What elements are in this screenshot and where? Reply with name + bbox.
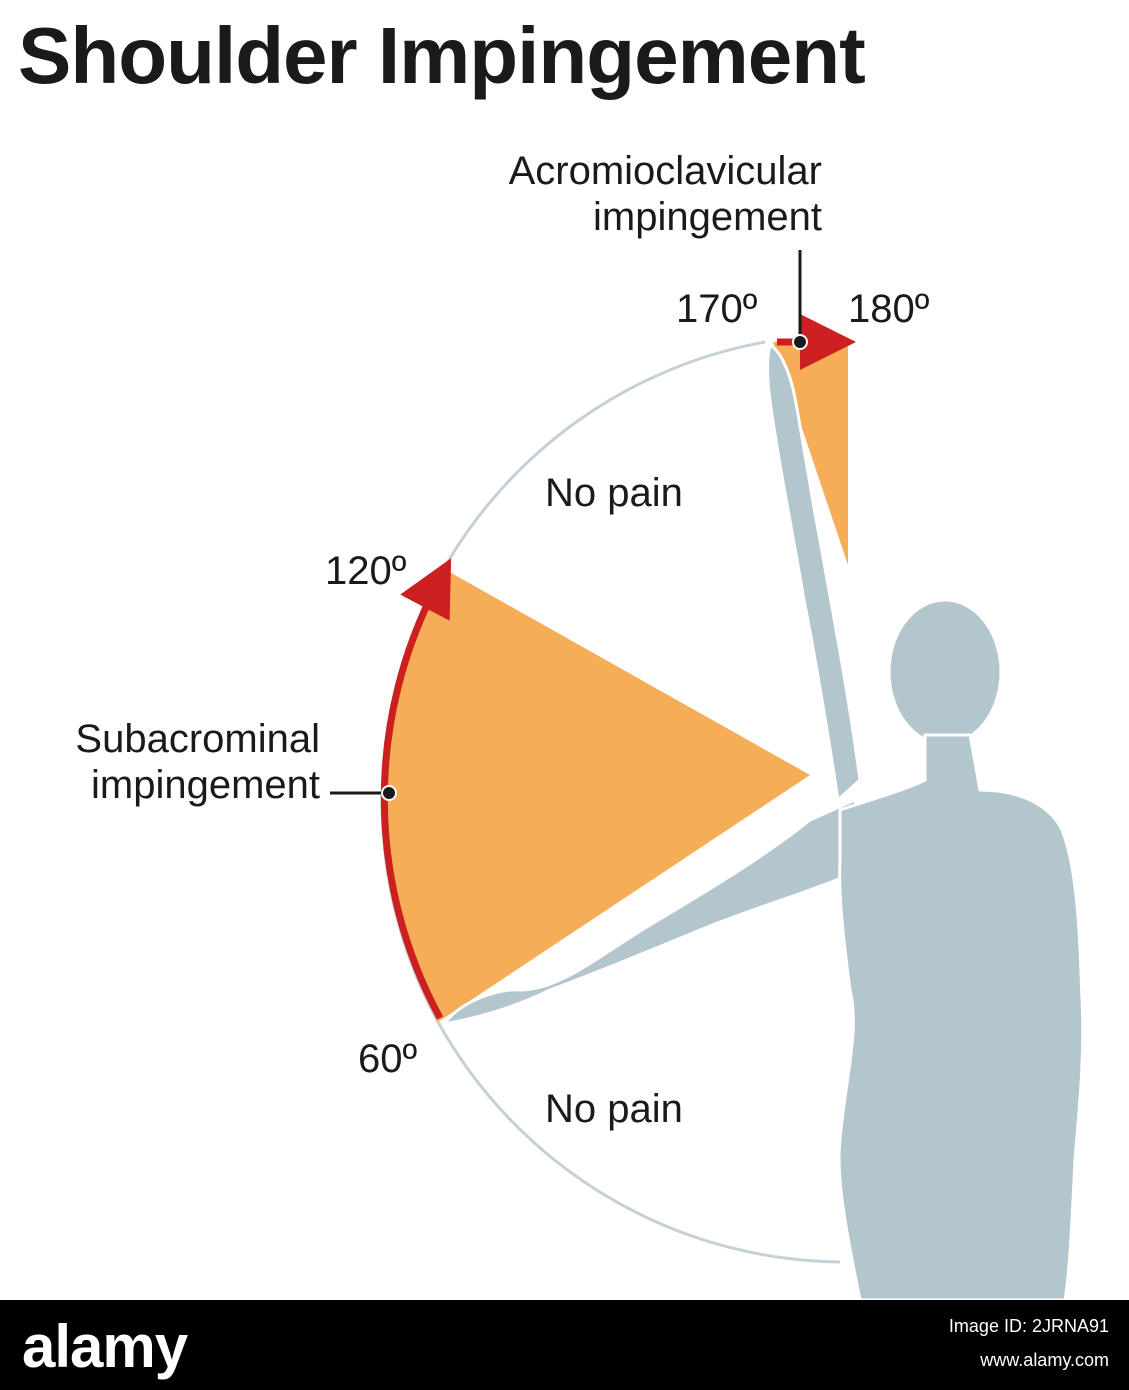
subacromial-arrow	[380, 558, 452, 1020]
subacromial-leader-dot	[381, 785, 397, 801]
impingement-diagram	[330, 250, 1085, 1300]
degree-60-label: 60º	[358, 1037, 418, 1081]
no-pain-lower-label: No pain	[545, 1087, 683, 1131]
subacromial-pain-wedge	[382, 570, 810, 1022]
diagram-canvas: Shoulder Impingement Acromioclavicular i…	[0, 11, 1085, 1300]
no-pain-upper-label: No pain	[545, 471, 683, 515]
acromioclavicular-leader-dot	[792, 334, 808, 350]
brand-logo: alamy	[22, 1313, 188, 1380]
acromioclavicular-label: Acromioclavicular impingement	[400, 148, 822, 240]
degree-180-label: 180º	[848, 287, 930, 331]
subacromial-label-line2: impingement	[90, 763, 320, 807]
degree-120-label: 120º	[325, 549, 407, 593]
watermark-footer: alamy Image ID: 2JRNA91 www.alamy.com	[0, 1300, 1129, 1390]
acromioclavicular-label-line2: impingement	[592, 195, 822, 239]
subacromial-label-line1: Subacrominal	[75, 717, 320, 761]
page-title: Shoulder Impingement	[18, 11, 866, 100]
acromioclavicular-label-line1: Acromioclavicular	[508, 149, 822, 193]
body-silhouette	[442, 343, 1085, 1300]
subacromial-label: Subacrominal impingement	[0, 716, 320, 808]
image-id: Image ID: 2JRNA91	[948, 1316, 1109, 1336]
footer-url: www.alamy.com	[980, 1350, 1109, 1370]
degree-170-label: 170º	[676, 287, 758, 331]
